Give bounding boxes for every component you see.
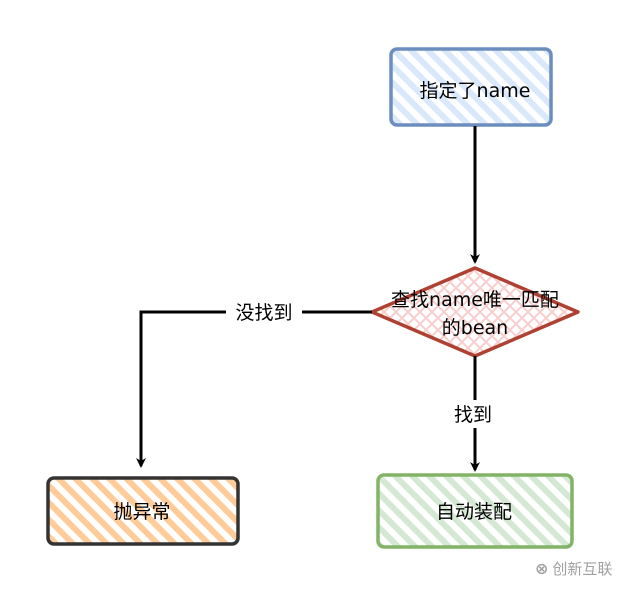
decision-label-line2: 的bean (442, 317, 508, 339)
edge-found: 找到 (446, 356, 500, 472)
watermark: ⊗ 创新互联 (535, 558, 612, 579)
edge-not-found: 没找到 (136, 298, 372, 468)
node-label: 抛异常 (113, 501, 170, 523)
node-specified-name[interactable]: 指定了name (389, 47, 553, 127)
node-label: 自动装配 (436, 501, 512, 523)
watermark-text: 创新互联 (552, 560, 613, 578)
node-decision[interactable]: 查找name唯一匹配 的bean (370, 266, 580, 358)
node-label: 指定了name (420, 80, 531, 102)
decision-label-line1: 查找name唯一匹配 (391, 289, 559, 311)
node-autowire[interactable]: 自动装配 (376, 473, 574, 549)
node-throw-exception[interactable]: 抛异常 (46, 476, 240, 546)
edge-label-found: 找到 (454, 404, 492, 426)
watermark-logo-icon: ⊗ (535, 559, 549, 578)
edge-label-not-found: 没找到 (235, 302, 292, 324)
